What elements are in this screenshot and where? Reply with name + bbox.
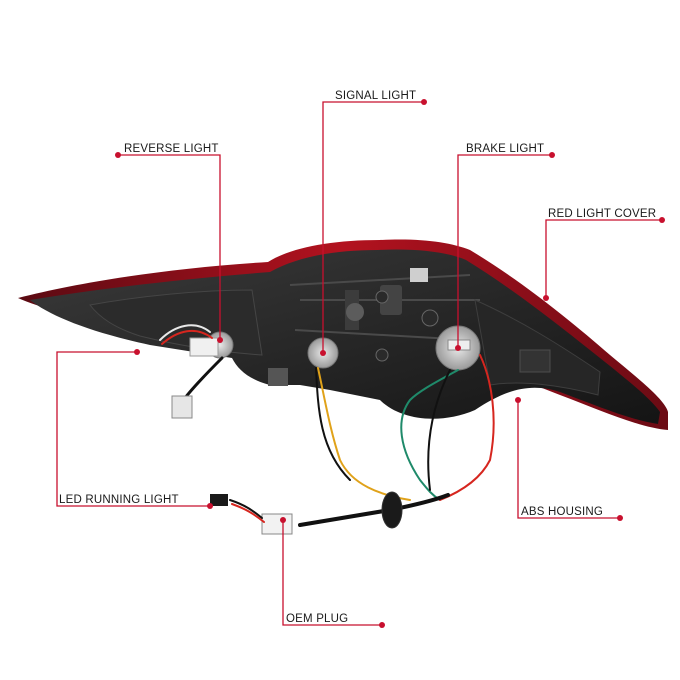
abs-housing-leader bbox=[517, 400, 620, 519]
led-running-light-leader bbox=[56, 351, 210, 507]
tail-light-body bbox=[18, 239, 668, 430]
abs-housing-label: ABS HOUSING bbox=[521, 506, 604, 518]
red-light-cover-label: RED LIGHT COVER bbox=[548, 208, 657, 220]
led-running-light-label: LED RUNNING LIGHT bbox=[59, 494, 179, 506]
abs-housing bbox=[30, 249, 660, 424]
oem-plug-leader bbox=[282, 520, 382, 626]
grommet bbox=[381, 491, 403, 529]
oem-plug-label: OEM PLUG bbox=[286, 613, 349, 625]
red-light-cover-leader bbox=[545, 219, 662, 298]
led-running-light-connector bbox=[210, 494, 228, 506]
reverse-light-label: REVERSE LIGHT bbox=[124, 143, 219, 155]
brake-light-leader bbox=[457, 154, 552, 348]
leader-dots bbox=[115, 99, 665, 628]
leader-lines bbox=[56, 101, 662, 626]
reverse-light-leader bbox=[118, 154, 221, 340]
brake-light-label: BRAKE LIGHT bbox=[466, 143, 545, 155]
signal-light-leader bbox=[322, 101, 424, 353]
signal-light-label: SIGNAL LIGHT bbox=[335, 90, 417, 102]
oem-plug-connector bbox=[261, 513, 293, 535]
